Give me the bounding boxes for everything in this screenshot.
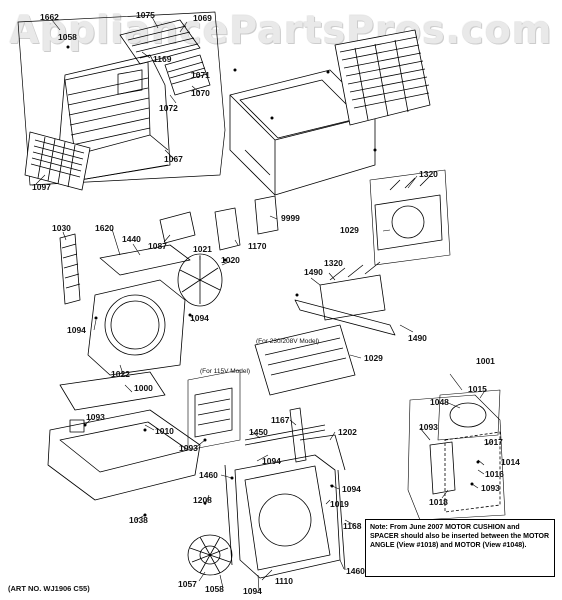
part-label-1019: 1019 [330, 499, 349, 509]
part-label-1048: 1048 [430, 397, 449, 407]
heater-assembly-115v [187, 369, 241, 451]
part-label-1015: 1015 [468, 384, 487, 394]
part-label-1662: 1662 [40, 12, 59, 22]
part-label-1094-e: 1094 [243, 586, 262, 596]
part-label-1460-right: 1460 [346, 566, 365, 576]
part-label-1094-a: 1094 [67, 325, 86, 335]
part-label-1170: 1170 [248, 241, 267, 251]
model-note-230v: (For 230/208V Model) [256, 338, 320, 345]
blower-wheel [187, 534, 233, 576]
part-label-1094-b: 1094 [190, 313, 209, 323]
condenser-shroud-top [369, 169, 451, 266]
part-label-1057: 1057 [178, 579, 197, 589]
blower-housing [224, 434, 346, 579]
rear-grille [334, 29, 431, 126]
part-label-1490-right: 1490 [408, 333, 427, 343]
watermark: AppliancePartsPros.com [9, 8, 553, 52]
heater-assembly-230v [254, 324, 356, 396]
part-label-1168: 1168 [343, 521, 362, 531]
part-label-1320-top: 1320 [419, 169, 438, 179]
part-label-1020: 1020 [221, 255, 240, 265]
part-label-1000: 1000 [134, 383, 153, 393]
gasket-strip [244, 424, 326, 446]
part-label-1072: 1072 [159, 103, 178, 113]
thermistor-part [289, 407, 307, 463]
part-label-1202: 1202 [338, 427, 357, 437]
part-label-1021: 1021 [193, 244, 212, 254]
part-label-1075: 1075 [136, 10, 155, 20]
part-label-9999: 9999 [281, 213, 300, 223]
part-label-1450: 1450 [249, 427, 268, 437]
art-number: (ART NO. WJ1906 C55) [8, 584, 90, 593]
part-label-1030: 1030 [52, 223, 71, 233]
part-label-1067: 1067 [164, 154, 183, 164]
base-pan [47, 371, 201, 501]
part-label-1490-left: 1490 [304, 267, 323, 277]
part-label-1169: 1169 [153, 54, 172, 64]
part-label-1097: 1097 [32, 182, 51, 192]
part-label-1010: 1010 [155, 426, 174, 436]
damper-part [214, 207, 241, 251]
part-label-1018: 1018 [429, 497, 448, 507]
part-label-1620: 1620 [95, 223, 114, 233]
part-label-1093-b: 1093 [179, 443, 198, 453]
part-label-1110: 1110 [275, 576, 293, 586]
motor-assembly [407, 389, 506, 521]
part-label-1071: 1071 [191, 70, 210, 80]
part-label-1022: 1022 [111, 369, 130, 379]
side-grille [59, 233, 81, 305]
heater-support [294, 261, 396, 336]
part-label-1017: 1017 [484, 437, 503, 447]
condenser-fan [177, 253, 223, 307]
part-label-1094-d: 1094 [342, 484, 361, 494]
part-label-1440: 1440 [122, 234, 141, 244]
louver-set [119, 19, 211, 96]
part-label-1058: 1058 [58, 32, 77, 42]
part-label-1208: 1208 [193, 495, 212, 505]
part-label-1460-left: 1460 [199, 470, 218, 480]
part-label-1001: 1001 [476, 356, 495, 366]
part-label-1016: 1016 [485, 469, 504, 479]
model-note-115v: (For 115V Model) [200, 368, 251, 375]
motor-cushion-note: Note: From June 2007 MOTOR CUSHION and S… [365, 519, 555, 577]
part-label-1038: 1038 [129, 515, 148, 525]
screw-markers [66, 45, 480, 517]
part-label-1093-c: 1093 [419, 422, 438, 432]
part-label-1069: 1069 [193, 13, 212, 23]
part-label-1167: 1167 [271, 415, 290, 425]
part-label-1094-c: 1094 [262, 456, 281, 466]
leader-lines [35, 16, 494, 592]
part-label-1070: 1070 [191, 88, 210, 98]
part-label-1029-top: 1029 [340, 225, 359, 235]
part-label-1014: 1014 [501, 457, 520, 467]
bracket-part [159, 211, 196, 244]
partition-panel [87, 244, 191, 376]
air-filter [24, 131, 91, 191]
part-label-1029-mid: 1029 [364, 353, 383, 363]
part-label-1093-a: 1093 [86, 412, 105, 422]
part-label-1093-d: 1093 [481, 483, 500, 493]
part-label-1320-mid: 1320 [324, 258, 343, 268]
part-label-1058-bottom: 1058 [205, 584, 224, 594]
part-label-1087: 1087 [148, 241, 167, 251]
manual-document [254, 195, 279, 235]
